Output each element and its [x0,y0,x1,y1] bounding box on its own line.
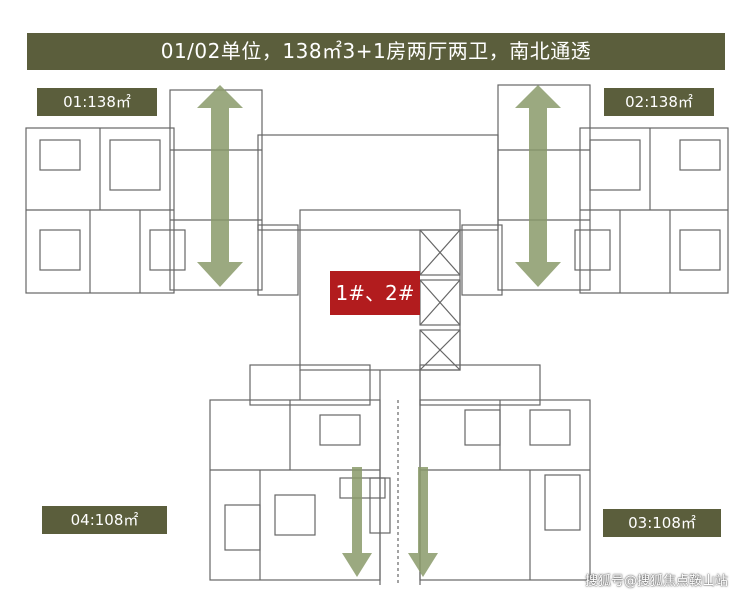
unit-02-label: 02:138㎡ [604,88,714,116]
unit-01-label: 01:138㎡ [37,88,157,116]
arrow-unit-02 [515,85,561,287]
arrow-unit-01 [197,85,243,287]
watermark: 搜狐号@搜狐焦点鞍山站 [584,574,728,589]
unit-03-label: 03:108㎡ [603,509,721,537]
unit-04-label: 04:108㎡ [42,506,167,534]
building-number-tag: 1#、2# [330,271,420,315]
page-title-banner: 01/02单位，138㎡3+1房两厅两卫，南北通透 [27,33,725,70]
arrow-unit-03 [408,467,438,577]
unit-03-outline [419,399,591,581]
arrow-unit-04 [342,467,372,577]
